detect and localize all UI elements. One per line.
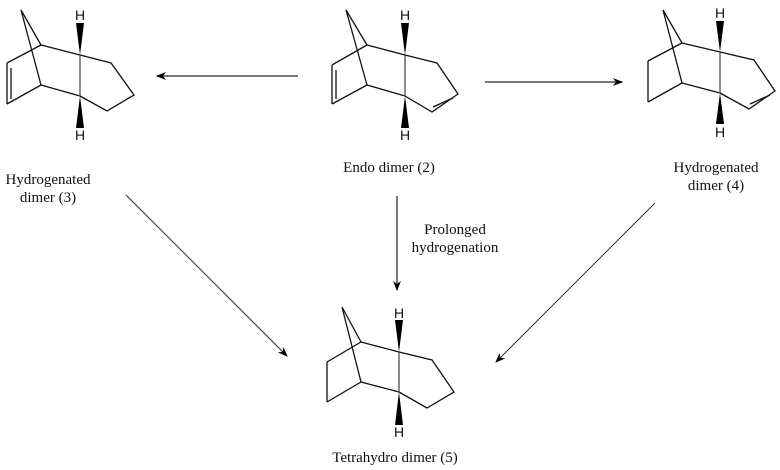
- molecule-compound-4: H H: [647, 5, 776, 140]
- atom-label-h: H: [715, 124, 725, 140]
- compound-3-label-line2: dimer (3): [20, 190, 76, 206]
- molecule-compound-3: H H: [6, 7, 135, 143]
- wedge-bond: [395, 320, 403, 352]
- condition-label-line2: hydrogenation: [412, 240, 499, 256]
- atom-label-h: H: [400, 7, 410, 23]
- atom-label-h: H: [394, 305, 404, 321]
- atom-label-h: H: [400, 127, 410, 143]
- arrow-4-to-5: [495, 202, 656, 363]
- wedge-bond: [76, 96, 84, 128]
- wedge-bond: [716, 21, 724, 52]
- molecule-compound-5: H H: [326, 305, 455, 440]
- wedge-bond: [401, 96, 409, 128]
- atom-label-h: H: [75, 127, 85, 143]
- compound-2-label: Endo dimer (2): [343, 160, 435, 176]
- atom-label-h: H: [715, 5, 725, 21]
- compound-3-label-line1: Hydrogenated: [6, 172, 91, 188]
- arrow-3-to-5: [125, 194, 288, 357]
- compound-4-label-line2: dimer (4): [688, 178, 744, 194]
- compound-4-label-line1: Hydrogenated: [674, 160, 759, 176]
- molecule-compound-2: H H: [331, 7, 459, 143]
- atom-label-h: H: [75, 7, 85, 23]
- compound-5-label: Tetrahydro dimer (5): [332, 450, 458, 466]
- wedge-bond: [401, 23, 409, 55]
- wedge-bond: [76, 23, 84, 55]
- wedge-bond: [716, 93, 724, 124]
- atom-label-h: H: [394, 424, 404, 440]
- wedge-bond: [395, 392, 403, 425]
- condition-label-line1: Prolonged: [424, 222, 486, 238]
